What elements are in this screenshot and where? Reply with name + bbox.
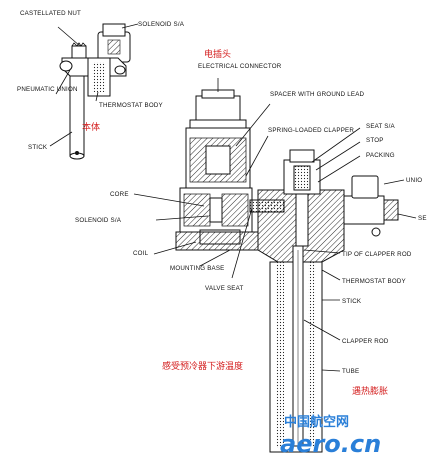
label-stick-top: STICK: [28, 144, 48, 151]
label-coil: COIL: [133, 250, 149, 257]
label-se: SE: [418, 215, 427, 222]
label-solenoid-sa-top: SOLENOID S/A: [138, 21, 185, 28]
label-thermostat-body: THERMOSTAT BODY: [342, 278, 406, 285]
label-union: UNIO: [406, 177, 422, 184]
label-spacer-ground-lead: SPACER WITH GROUND LEAD: [270, 91, 365, 98]
label-packing: PACKING: [366, 152, 395, 159]
label-tip-of-clapper-rod: TIP OF CLAPPER ROD: [342, 251, 412, 258]
label-stop: STOP: [366, 137, 384, 144]
label-clapper-rod: CLAPPER ROD: [342, 338, 389, 345]
watermark-top: 中国航空网: [284, 414, 349, 430]
cn-label-body: 本体: [82, 121, 100, 133]
label-seat-sa: SEAT S/A: [366, 123, 396, 130]
label-stick: STICK: [342, 298, 362, 305]
label-pneumatic-union: PNEUMATIC UNION: [17, 86, 78, 93]
cn-label-sensing-temp: 感受预冷器下游温度: [162, 360, 243, 372]
label-mounting-base: MOUNTING BASE: [170, 265, 225, 272]
label-thermostat-body-top: THERMOSTAT BODY: [99, 102, 163, 109]
label-tube: TUBE: [342, 368, 359, 375]
small-assembly: [59, 23, 131, 160]
main-cross-section: [175, 89, 399, 453]
watermark-bottom: aero.cn: [280, 430, 381, 458]
cn-label-electric-plug: 电插头: [204, 48, 231, 60]
cn-label-thermal-expansion: 遇热膨胀: [352, 385, 388, 397]
label-spring-loaded-clapper: SPRING-LOADED CLAPPER: [268, 127, 354, 134]
label-valve-seat: VALVE SEAT: [205, 285, 243, 292]
label-castellated-nut: CASTELLATED NUT: [20, 10, 81, 17]
label-solenoid-sa-left: SOLENOID S/A: [75, 217, 122, 224]
label-electrical-connector: ELECTRICAL CONNECTOR: [198, 63, 282, 70]
label-core: CORE: [110, 191, 129, 198]
